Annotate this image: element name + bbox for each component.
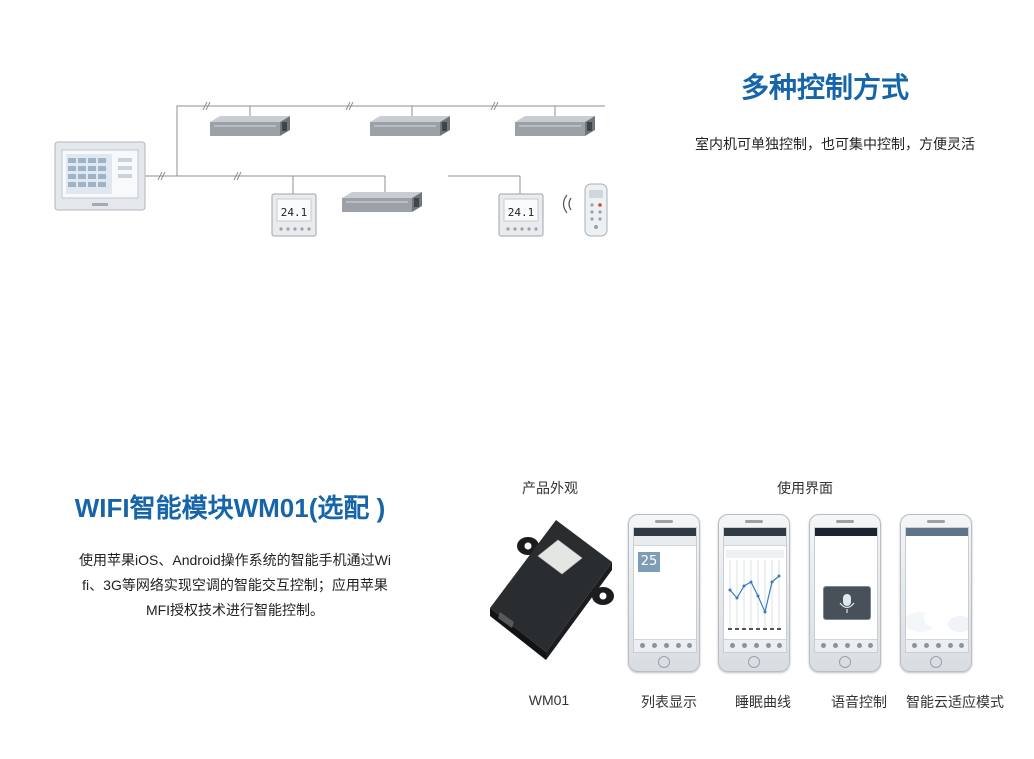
section-description-wifi-module: 使用苹果iOS、Android操作系统的智能手机通过Wi fi、3G等网络实现空… bbox=[50, 548, 420, 623]
central-controller-icon bbox=[54, 141, 146, 211]
microphone-icon bbox=[839, 594, 855, 613]
caption-list-view: 列表显示 bbox=[641, 694, 697, 710]
sleep-curve-graph bbox=[726, 550, 784, 630]
caption-voice-control: 语音控制 bbox=[831, 694, 887, 710]
voice-dialog bbox=[823, 586, 871, 620]
phone-list-view: 25 bbox=[628, 514, 700, 672]
section-title-control-modes: 多种控制方式 bbox=[740, 72, 909, 103]
remote-control-icon bbox=[584, 183, 608, 237]
section-description-control-modes: 室内机可单独控制，也可集中控制，方便灵活 bbox=[695, 136, 975, 152]
section-title-wifi-module: WIFI智能模块WM01(选配 ) bbox=[74, 493, 386, 523]
wireless-signal-icon bbox=[562, 194, 572, 214]
wired-thermostat-icon: 24.1 bbox=[498, 193, 544, 237]
caption-cloud-mode: 智能云适应模式 bbox=[906, 694, 1004, 710]
indoor-unit-icon bbox=[210, 116, 290, 136]
indoor-unit-icon bbox=[515, 116, 595, 136]
indoor-unit-icon bbox=[342, 192, 422, 212]
description-line: 使用苹果iOS、Android操作系统的智能手机通过Wi bbox=[79, 552, 391, 568]
phone-sleep-curve bbox=[718, 514, 790, 672]
control-network-diagram: 24.1 24.1 bbox=[54, 101, 608, 237]
description-line: MFI授权技术进行智能控制。 bbox=[145, 602, 325, 618]
label-user-interface: 使用界面 bbox=[777, 480, 833, 496]
temperature-tile: 25 bbox=[638, 552, 660, 572]
temperature-readout: 26c bbox=[920, 568, 955, 596]
temperature-readout: 16 bbox=[831, 558, 854, 579]
caption-wm01: WM01 bbox=[528, 692, 570, 708]
thermostat-display: 24.1 bbox=[281, 206, 308, 219]
thermostat-display: 24.1 bbox=[508, 206, 535, 219]
indoor-unit-icon bbox=[370, 116, 450, 136]
phone-cloud-mode: 26c bbox=[900, 514, 972, 672]
cloud-icon bbox=[906, 606, 968, 632]
wm01-module-image bbox=[490, 520, 614, 660]
wired-thermostat-icon: 24.1 bbox=[271, 193, 317, 237]
phone-voice-control: 16 bbox=[809, 514, 881, 672]
label-product-appearance: 产品外观 bbox=[522, 480, 578, 496]
caption-sleep-curve: 睡眠曲线 bbox=[735, 694, 791, 710]
description-line: fi、3G等网络实现空调的智能交互控制；应用苹果 bbox=[82, 577, 388, 593]
